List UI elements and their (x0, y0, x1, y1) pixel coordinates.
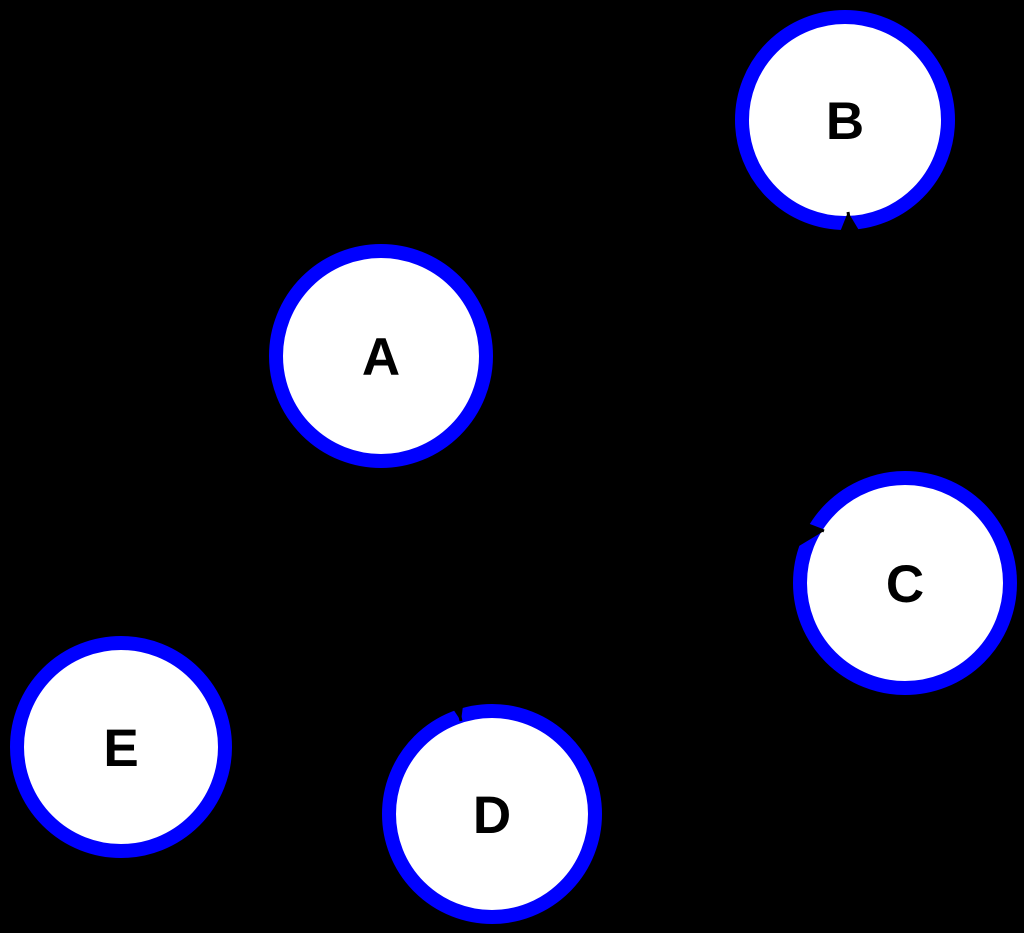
node-C-label: C (886, 555, 924, 614)
node-D-circle (382, 704, 602, 924)
edge-C-to-B (846, 211, 892, 469)
node-A-circle (269, 244, 493, 468)
node-B-label: B (826, 92, 864, 151)
node-C-circle (793, 471, 1017, 695)
arrowhead-A-to-D (439, 683, 466, 721)
edge-A-to-D (406, 468, 463, 722)
node-D-label: D (473, 786, 511, 845)
node-A-label: A (362, 328, 400, 387)
node-E-label: E (103, 719, 138, 778)
arrowhead-C-to-B (834, 212, 866, 247)
edge-A-to-C (486, 400, 825, 533)
arrowhead-A-to-C (787, 519, 824, 549)
node-E-circle (10, 636, 232, 858)
